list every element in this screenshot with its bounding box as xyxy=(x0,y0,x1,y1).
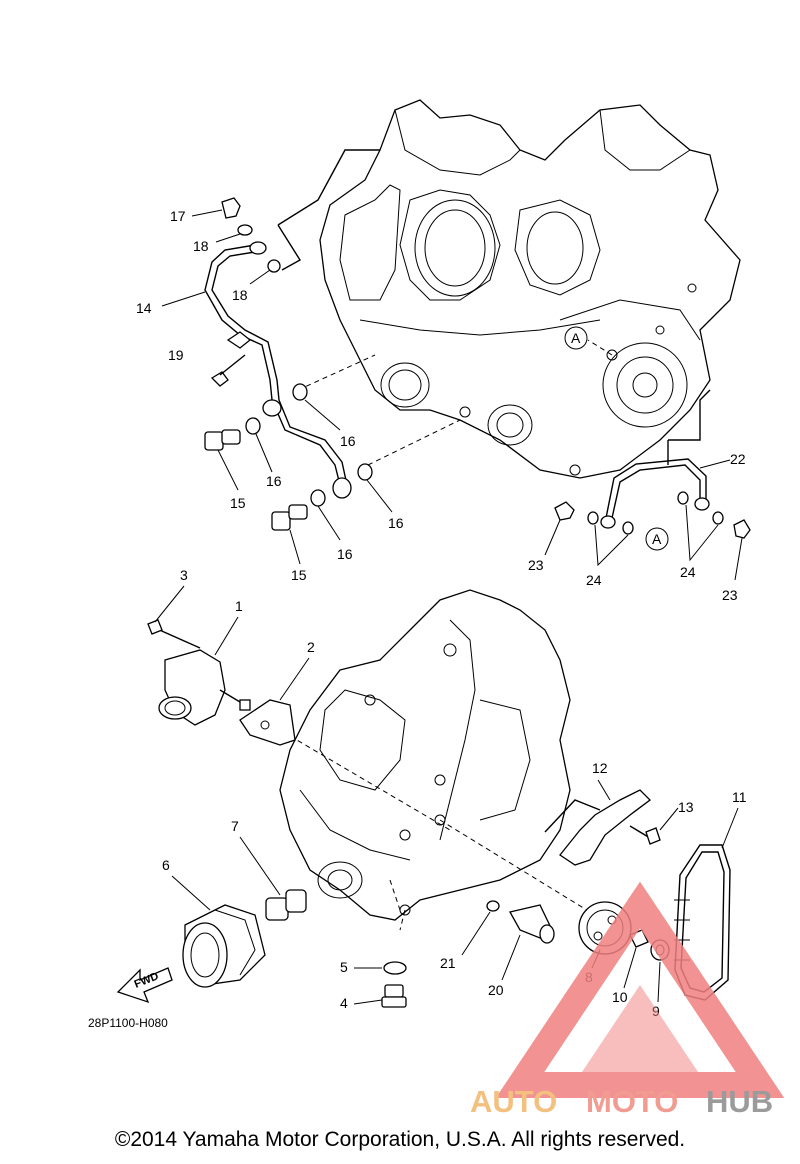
callout-2: 2 xyxy=(307,639,315,655)
callout-18-b: 18 xyxy=(232,287,248,303)
callout-24-a: 24 xyxy=(586,572,602,588)
oil-pump-1 xyxy=(158,649,251,726)
callouts: 17 18 18 14 19 16 16 15 16 16 15 22 23 2… xyxy=(136,208,747,1019)
callout-4: 4 xyxy=(340,995,348,1011)
gasket-16d xyxy=(357,463,373,481)
callout-14: 14 xyxy=(136,300,152,316)
union-bolt-15b xyxy=(271,504,308,531)
gasket-16b xyxy=(245,417,261,435)
upper-crankcase xyxy=(319,99,741,479)
watermark-auto: AUTO xyxy=(470,1084,557,1119)
oil-delivery-pipe-14 xyxy=(204,241,352,499)
bolt-13 xyxy=(629,825,661,845)
callout-19: 19 xyxy=(168,347,184,363)
callout-15-a: 15 xyxy=(230,495,246,511)
callout-16-a: 16 xyxy=(340,433,356,449)
callout-10: 10 xyxy=(612,989,628,1005)
callout-23-b: 23 xyxy=(722,587,738,603)
chain-guide-12 xyxy=(559,789,651,866)
reference-marker-a-2: A xyxy=(645,527,669,551)
callout-18-a: 18 xyxy=(193,238,209,254)
union-bolt-23a xyxy=(554,501,575,521)
washer-24c xyxy=(677,491,689,505)
o-ring-21 xyxy=(486,900,500,912)
strainer-20 xyxy=(509,904,555,944)
svg-text:A: A xyxy=(571,330,581,346)
gasket-5 xyxy=(383,961,407,975)
diagram-code: 28P1100-H080 xyxy=(88,1016,168,1030)
oil-filter-6 xyxy=(182,904,266,988)
callout-17: 17 xyxy=(170,208,186,224)
gasket-16a xyxy=(292,383,308,401)
bolt-19 xyxy=(210,354,246,387)
callout-3: 3 xyxy=(180,567,188,583)
drain-bolt-4 xyxy=(381,984,407,1008)
callout-16-b: 16 xyxy=(266,473,282,489)
callout-15-b: 15 xyxy=(291,567,307,583)
lower-crankcase xyxy=(279,589,571,921)
callout-13: 13 xyxy=(678,799,694,815)
watermark-logo: AUTO MOTO HUB xyxy=(470,881,785,1119)
callout-23-a: 23 xyxy=(528,557,544,573)
watermark-hub: HUB xyxy=(706,1084,773,1119)
gasket-2 xyxy=(239,699,296,746)
callout-20: 20 xyxy=(488,982,504,998)
union-bolt-23b xyxy=(733,519,751,539)
washer-24d xyxy=(712,511,724,525)
reference-marker-a-1: A xyxy=(564,326,588,350)
callout-16-c: 16 xyxy=(337,546,353,562)
watermark-moto: MOTO xyxy=(586,1084,678,1119)
callout-24-b: 24 xyxy=(680,564,696,580)
washer-24b xyxy=(622,521,634,535)
oil-pipe-22 xyxy=(600,458,710,529)
svg-text:A: A xyxy=(652,531,662,547)
callout-5: 5 xyxy=(340,959,348,975)
bolt-3 xyxy=(147,619,201,649)
bolt-17 xyxy=(221,197,241,219)
union-bolt-7 xyxy=(265,889,307,921)
gasket-16c xyxy=(310,489,326,507)
copyright-notice: ©2014 Yamaha Motor Corporation, U.S.A. A… xyxy=(114,1128,686,1151)
callout-22: 22 xyxy=(730,451,746,467)
washer-18a xyxy=(237,224,253,236)
union-bolt-15a xyxy=(204,429,241,451)
callout-12: 12 xyxy=(592,760,608,776)
callout-6: 6 xyxy=(162,857,170,873)
fwd-arrow: FWD xyxy=(116,967,173,1004)
washer-24a xyxy=(587,511,599,525)
callout-1: 1 xyxy=(235,598,243,614)
washer-18b xyxy=(267,259,281,273)
callout-21: 21 xyxy=(440,955,456,971)
callout-11: 11 xyxy=(732,789,747,805)
callout-7: 7 xyxy=(231,818,239,834)
callout-16-d: 16 xyxy=(388,515,404,531)
